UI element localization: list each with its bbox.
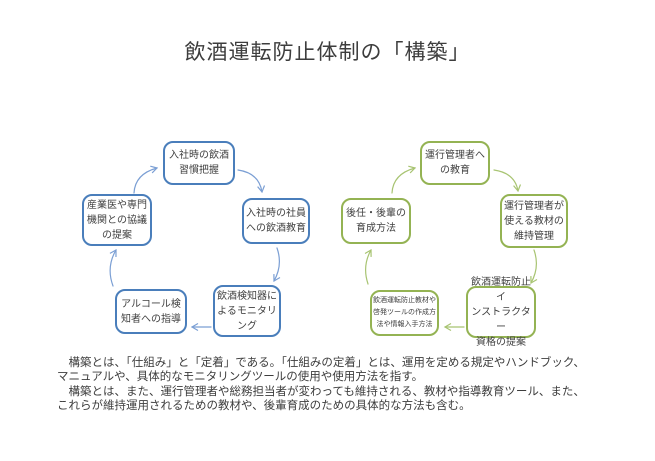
arrow-right-successor-to-manager-edu xyxy=(391,165,417,194)
node-manager-materials-maintenance: 運行管理者が 使える教材の 維持管理 xyxy=(500,194,568,248)
node-label: 飲酒運転防止教材や 啓発ツールの作成方 法や情報入手方法 xyxy=(373,297,436,328)
caption-text: 構築とは、「仕組み」と「定着」である。「仕組みの定着」とは、運用を定める規定やハ… xyxy=(57,357,585,413)
node-breathalyzer-monitoring: 飲酒検知器に よるモニタリ ング xyxy=(213,285,281,337)
arrow-left-education-to-monitoring xyxy=(273,247,281,283)
arrow-right-creation-to-successor xyxy=(364,248,372,285)
node-instructor-qualification: 飲酒運転防止イ ンストラクター 資格の提案 xyxy=(466,277,536,348)
node-label: 入社時の飲酒 習慣把握 xyxy=(169,150,229,176)
node-occupational-doctor-consult: 産業医や専門 機関との協議 の提案 xyxy=(82,194,152,246)
arrow-left-consult-to-intake xyxy=(133,165,159,194)
node-label: 後任・後輩の 育成方法 xyxy=(346,208,406,234)
node-label: 運行管理者が 使える教材の 維持管理 xyxy=(504,200,564,242)
node-label: 飲酒運転防止イ ンストラクター 資格の提案 xyxy=(471,276,531,348)
node-operation-manager-education: 運行管理者へ の教育 xyxy=(420,141,490,185)
node-label: 運行管理者へ の教育 xyxy=(425,150,485,176)
node-label: 入社時の社員 への飲酒教育 xyxy=(246,208,306,234)
node-new-employee-education: 入社時の社員 への飲酒教育 xyxy=(242,198,310,244)
node-label: 飲酒検知器に よるモニタリ ング xyxy=(217,290,277,332)
node-intake-drinking-habit: 入社時の飲酒 習慣把握 xyxy=(163,141,235,185)
arrow-left-guidance-to-consult xyxy=(109,248,117,287)
arrow-left-intake-to-education xyxy=(237,169,266,194)
node-label: 産業医や専門 機関との協議 の提案 xyxy=(87,199,147,241)
node-successor-development: 後任・後輩の 育成方法 xyxy=(341,198,411,244)
node-detected-person-guidance: アルコール検 知者への指導 xyxy=(115,289,187,334)
node-materials-creation-methods: 飲酒運転防止教材や 啓発ツールの作成方 法や情報入手方法 xyxy=(370,290,439,336)
slide-title: 飲酒運転防止体制の「構築」 xyxy=(184,41,471,64)
node-label: アルコール検 知者への指導 xyxy=(121,298,181,325)
arrow-right-manager-edu-to-materials xyxy=(493,169,522,193)
